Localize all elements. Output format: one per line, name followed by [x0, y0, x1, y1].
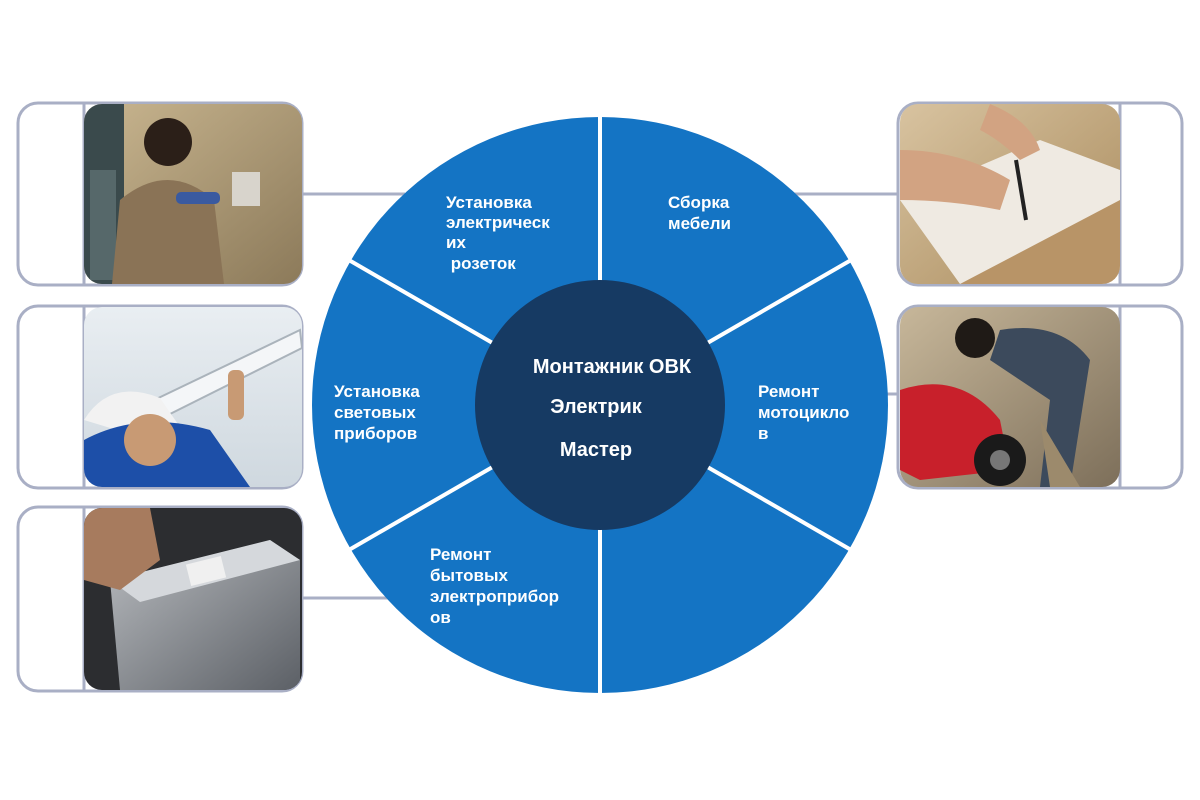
photo-frame-furniture — [896, 101, 1184, 287]
furniture-assembly-photo — [900, 104, 1120, 284]
motorcycle-repair-photo — [900, 307, 1120, 487]
svg-text:мебели: мебели — [668, 214, 731, 233]
svg-text:в: в — [758, 424, 768, 443]
electrician-ceiling-light-photo — [84, 307, 302, 487]
svg-text:Установка: Установка — [334, 382, 420, 401]
photo-frame-lights — [16, 304, 304, 490]
center-circle — [475, 280, 725, 530]
segment-label-motorcycle: Ремонт мотоцикло в — [758, 382, 849, 443]
electrician-socket-photo — [84, 104, 302, 284]
svg-text:Ремонт: Ремонт — [758, 382, 819, 401]
svg-text:электрическ: электрическ — [446, 213, 550, 232]
svg-text:их: их — [446, 233, 466, 252]
svg-text:розеток: розеток — [446, 254, 516, 273]
svg-text:мотоцикло: мотоцикло — [758, 403, 849, 422]
photo-frame-sockets — [16, 101, 304, 287]
svg-text:Сборка: Сборка — [668, 193, 730, 212]
svg-text:Установка: Установка — [446, 193, 532, 212]
svg-text:световых: световых — [334, 403, 416, 422]
center-label-master: Мастер — [560, 439, 632, 461]
wheel-divider-6 — [347, 258, 506, 352]
wheel-divider-3 — [694, 458, 853, 552]
svg-text:электроприбор: электроприбор — [430, 587, 559, 606]
center-label-hvac: Монтажник ОВК — [533, 356, 692, 378]
segment-label-furniture: Сборка мебели — [668, 193, 731, 233]
svg-text:Ремонт: Ремонт — [430, 545, 491, 564]
wheel-divider-2 — [694, 258, 853, 352]
svg-text:бытовых: бытовых — [430, 566, 508, 585]
appliance-repair-photo — [84, 508, 302, 690]
segment-label-appliances: Ремонт бытовых электроприбор ов — [430, 545, 559, 627]
segment-label-sockets: Установка электрическ их розеток — [446, 193, 550, 273]
photo-frame-appliances — [16, 505, 304, 693]
photo-frame-motorcycle — [896, 304, 1184, 490]
svg-text:ов: ов — [430, 608, 451, 627]
wheel-divider-5 — [347, 458, 506, 552]
center-label-electrician: Электрик — [550, 396, 643, 418]
svg-text:приборов: приборов — [334, 424, 417, 443]
segment-label-lights: Установка световых приборов — [334, 382, 420, 443]
